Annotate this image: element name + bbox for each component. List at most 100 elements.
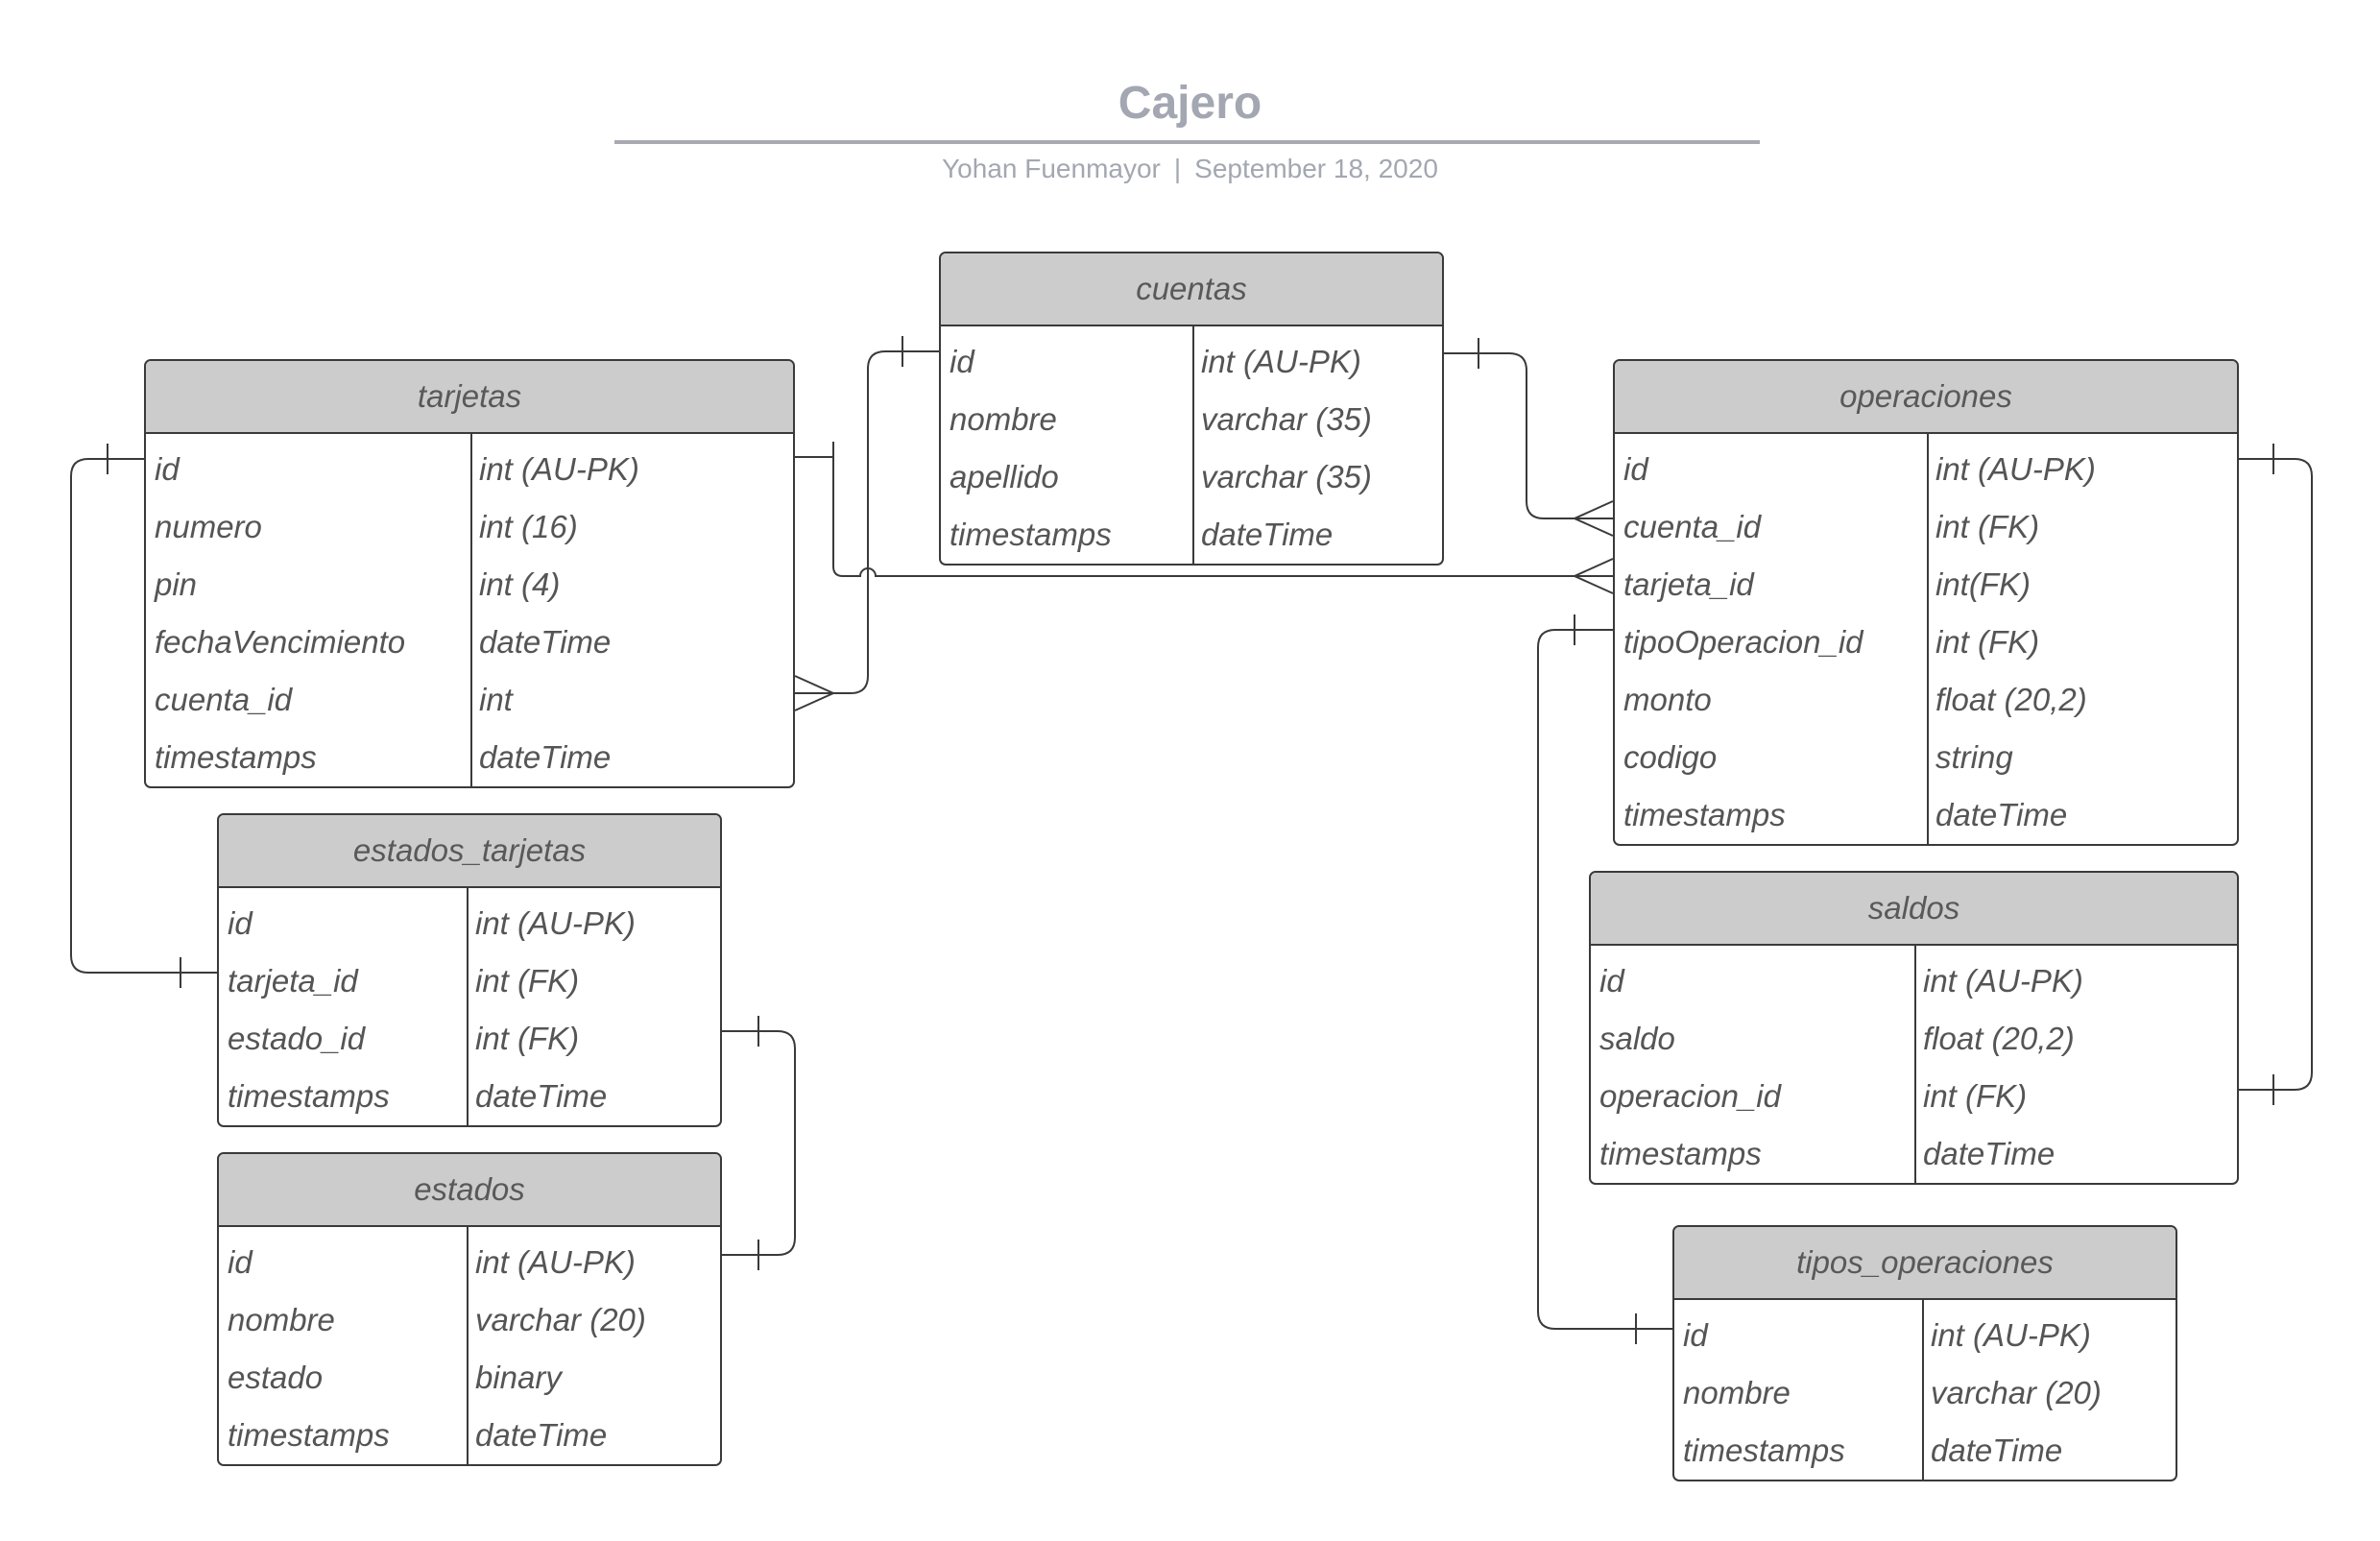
column-row: monto float (20,2) xyxy=(1615,671,2237,729)
column-name: numero xyxy=(155,509,262,544)
column-name: monto xyxy=(1623,682,1712,717)
entity-cuentas-title: cuentas xyxy=(941,253,1442,326)
column-type: int (FK) xyxy=(475,963,580,999)
column-type: float (20,2) xyxy=(1923,1021,2075,1056)
column-name: id xyxy=(1623,451,1648,487)
column-name: id xyxy=(1683,1317,1708,1353)
column-type: binary xyxy=(475,1360,562,1395)
column-divider xyxy=(1927,434,1929,844)
column-name: timestamps xyxy=(155,739,317,775)
column-type: int (FK) xyxy=(1935,509,2040,544)
column-type: int (FK) xyxy=(1935,624,2040,660)
rel-cuentas-operaciones xyxy=(1443,338,1614,537)
column-type: int(FK) xyxy=(1935,566,2031,602)
entity-tarjetas[interactable]: tarjetas id int (AU-PK) numero int (16) pi… xyxy=(144,359,795,788)
rel-tarjetas-operaciones xyxy=(795,442,1614,594)
column-name: cuenta_id xyxy=(155,682,293,717)
column-row: nombre varchar (35) xyxy=(941,391,1442,448)
column-name: timestamps xyxy=(1683,1433,1845,1468)
column-divider xyxy=(467,888,469,1125)
column-type: dateTime xyxy=(1201,517,1334,552)
column-row: timestamps dateTime xyxy=(1674,1422,2176,1480)
entity-tipos-operaciones-title: tipos_operaciones xyxy=(1674,1227,2176,1300)
column-row: cuenta_id int (FK) xyxy=(1615,498,2237,556)
column-name: pin xyxy=(155,566,198,602)
entity-tarjetas-title: tarjetas xyxy=(146,361,793,434)
column-divider xyxy=(1922,1300,1924,1480)
column-type: dateTime xyxy=(1935,797,2068,832)
column-row: tipoOperacion_id int (FK) xyxy=(1615,614,2237,671)
subtitle-separator: | xyxy=(1173,154,1182,183)
column-divider xyxy=(470,434,472,786)
column-type: dateTime xyxy=(479,739,612,775)
column-divider xyxy=(1192,326,1194,564)
rel-cuentas-tarjetas xyxy=(794,336,939,711)
column-name: nombre xyxy=(950,401,1057,437)
column-row: timestamps dateTime xyxy=(146,729,793,786)
column-type: float (20,2) xyxy=(1935,682,2087,717)
column-type: varchar (35) xyxy=(1201,401,1372,437)
column-name: fechaVencimiento xyxy=(155,624,406,660)
column-name: operacion_id xyxy=(1599,1078,1781,1114)
column-name: cuenta_id xyxy=(1623,509,1762,544)
column-divider xyxy=(1914,946,1916,1183)
column-name: estado_id xyxy=(228,1021,366,1056)
rel-tarjetas-estados-tarjetas xyxy=(70,444,217,988)
column-name: timestamps xyxy=(228,1417,390,1453)
column-type: int (AU-PK) xyxy=(475,1244,636,1280)
column-name: tipoOperacion_id xyxy=(1623,624,1863,660)
entity-estados-tarjetas-title: estados_tarjetas xyxy=(219,815,720,888)
column-name: id xyxy=(950,344,974,379)
rel-estados-estados-tarjetas xyxy=(722,1016,796,1270)
column-row: tarjeta_id int(FK) xyxy=(1615,556,2237,614)
column-type: int (16) xyxy=(479,509,578,544)
diagram-title: Cajero xyxy=(1118,78,1262,129)
column-row: timestamps dateTime xyxy=(219,1068,720,1125)
column-type: int xyxy=(479,682,513,717)
column-type: int (AU-PK) xyxy=(1935,451,2096,487)
column-name: timestamps xyxy=(228,1078,390,1114)
column-name: tarjeta_id xyxy=(1623,566,1754,602)
column-type: int (AU-PK) xyxy=(479,451,639,487)
column-type: int (AU-PK) xyxy=(1931,1317,2091,1353)
column-type: dateTime xyxy=(1931,1433,2063,1468)
column-row: fechaVencimiento dateTime xyxy=(146,614,793,671)
column-row: id int (AU-PK) xyxy=(146,441,793,498)
column-type: string xyxy=(1935,739,2013,775)
column-row: numero int (16) xyxy=(146,498,793,556)
column-name: estado xyxy=(228,1360,324,1395)
column-name: timestamps xyxy=(1623,797,1786,832)
column-row: cuenta_id int xyxy=(146,671,793,729)
diagram-subtitle: Yohan Fuenmayor|September 18, 2020 xyxy=(0,154,2380,184)
column-row: estado binary xyxy=(219,1349,720,1407)
title-divider xyxy=(614,140,1760,144)
column-type: dateTime xyxy=(475,1078,608,1114)
column-type: dateTime xyxy=(479,624,612,660)
column-name: id xyxy=(155,451,180,487)
author: Yohan Fuenmayor xyxy=(942,154,1161,183)
